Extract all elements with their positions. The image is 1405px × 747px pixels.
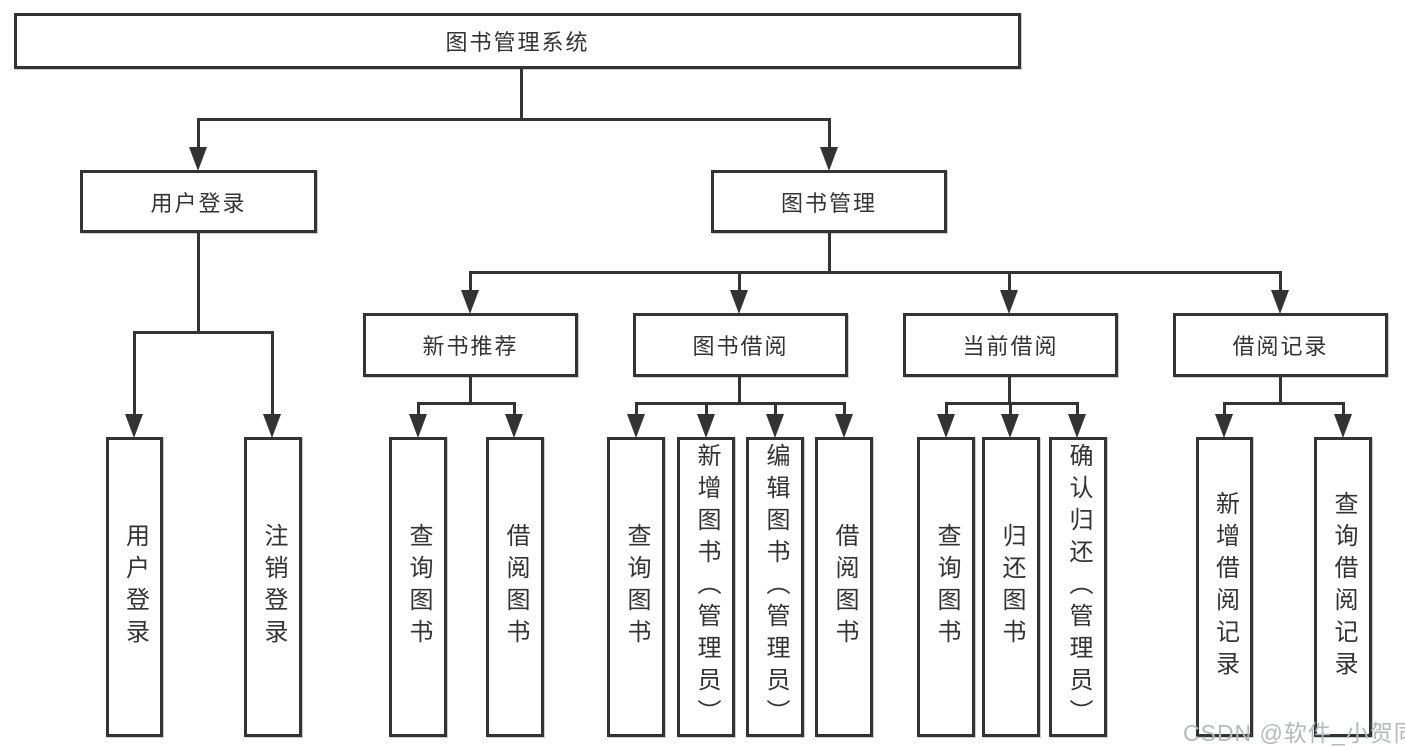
arrow-down-icon xyxy=(820,147,838,171)
node-user-login: 用户登录 xyxy=(80,170,317,233)
connector xyxy=(197,118,200,150)
connector xyxy=(271,331,274,416)
connector xyxy=(1279,271,1282,293)
arrow-down-icon xyxy=(730,290,748,314)
connector xyxy=(738,271,741,293)
connector xyxy=(635,402,845,405)
leaf-query-books-recommend: 查询图书 xyxy=(389,437,447,737)
arrow-down-icon xyxy=(125,414,143,438)
connector xyxy=(705,402,708,416)
connector xyxy=(417,402,420,416)
leaf-borrow-books-recommend: 借阅图书 xyxy=(486,437,544,737)
leaf-edit-books-admin: 编辑图书（管理员） xyxy=(746,437,804,737)
leaf-add-books-admin: 新增图书（管理员） xyxy=(677,437,735,737)
node-book-management: 图书管理 xyxy=(711,170,947,233)
leaf-borrow-books: 借阅图书 xyxy=(815,437,873,737)
node-book-borrowing: 图书借阅 xyxy=(633,313,848,377)
connector xyxy=(1076,402,1079,416)
arrow-down-icon xyxy=(1334,414,1352,438)
connector xyxy=(513,402,516,416)
connector xyxy=(828,233,831,274)
connector xyxy=(197,118,831,121)
leaf-add-borrow-record: 新增借阅记录 xyxy=(1196,437,1253,737)
connector xyxy=(945,402,1079,405)
arrow-down-icon xyxy=(263,414,281,438)
arrow-down-icon xyxy=(697,414,715,438)
arrow-down-icon xyxy=(409,414,427,438)
node-current-borrowing: 当前借阅 xyxy=(903,313,1118,377)
arrow-down-icon xyxy=(461,290,479,314)
connector xyxy=(133,331,274,334)
leaf-return-books: 归还图书 xyxy=(982,437,1040,737)
csdn-watermark: CSDN @软件_小贺同学 xyxy=(1183,720,1405,746)
node-new-book-recommend: 新书推荐 xyxy=(363,313,578,377)
connector xyxy=(945,402,948,416)
connector xyxy=(1008,377,1011,405)
connector xyxy=(469,271,472,293)
node-borrowing-records: 借阅记录 xyxy=(1173,313,1388,377)
leaf-query-books-borrow: 查询图书 xyxy=(607,437,665,737)
connector xyxy=(1223,402,1345,405)
arrow-down-icon xyxy=(189,147,207,171)
arrow-down-icon xyxy=(835,414,853,438)
leaf-user-login: 用户登录 xyxy=(106,437,163,737)
connector xyxy=(1008,271,1011,293)
connector xyxy=(469,377,472,405)
arrow-down-icon xyxy=(766,414,784,438)
connector xyxy=(1009,402,1012,416)
connector xyxy=(828,118,831,150)
connector xyxy=(520,69,523,121)
arrow-down-icon xyxy=(1215,414,1233,438)
arrow-down-icon xyxy=(1001,414,1019,438)
connector xyxy=(1279,377,1282,405)
connector xyxy=(197,233,200,334)
leaf-query-books-current: 查询图书 xyxy=(917,437,975,737)
connector xyxy=(469,271,1282,274)
arrow-down-icon xyxy=(1271,290,1289,314)
connector xyxy=(1342,402,1345,416)
arrow-down-icon xyxy=(627,414,645,438)
leaf-confirm-return-admin: 确认归还（管理员） xyxy=(1049,437,1107,737)
arrow-down-icon xyxy=(1000,290,1018,314)
connector xyxy=(843,402,846,416)
node-root-system: 图书管理系统 xyxy=(14,13,1021,69)
connector xyxy=(738,377,741,405)
leaf-logout: 注销登录 xyxy=(244,437,302,737)
connector xyxy=(1223,402,1226,416)
connector xyxy=(417,402,515,405)
leaf-query-borrow-record: 查询借阅记录 xyxy=(1314,437,1372,737)
connector xyxy=(635,402,638,416)
connector xyxy=(133,331,136,416)
arrow-down-icon xyxy=(1068,414,1086,438)
arrow-down-icon xyxy=(937,414,955,438)
arrow-down-icon xyxy=(505,414,523,438)
connector xyxy=(774,402,777,416)
